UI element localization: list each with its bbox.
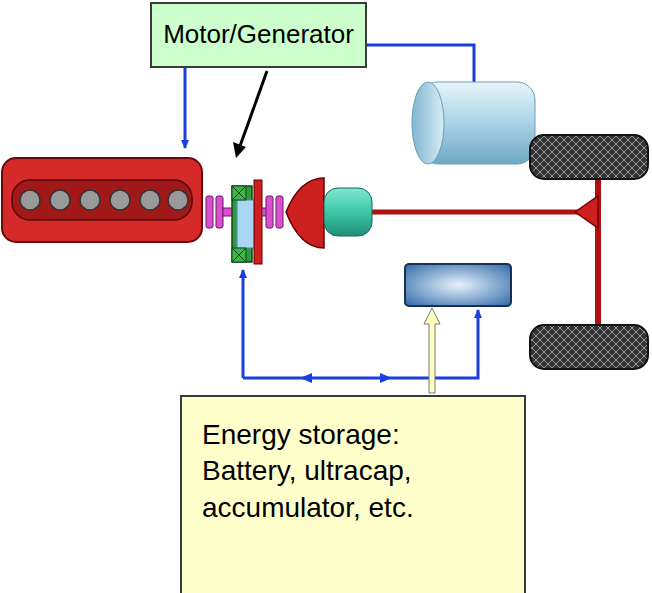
callout-heading: Motor/Generator [163, 18, 354, 52]
differential [575, 196, 598, 228]
engine [2, 158, 202, 242]
callout-body: Battery, ultracap, accumulator, etc. [202, 453, 502, 526]
transmission [286, 178, 372, 248]
callout-heading: Energy storage: [202, 417, 502, 453]
motor-generator [232, 180, 262, 264]
energy-storage-unit [405, 264, 511, 306]
callout-box: Energy storage:Battery, ultracap, accumu… [180, 395, 526, 593]
wheel [530, 135, 648, 179]
wheel [530, 325, 648, 369]
fuel-tank [412, 82, 535, 164]
callout-box: Motor/Generator [150, 2, 367, 68]
